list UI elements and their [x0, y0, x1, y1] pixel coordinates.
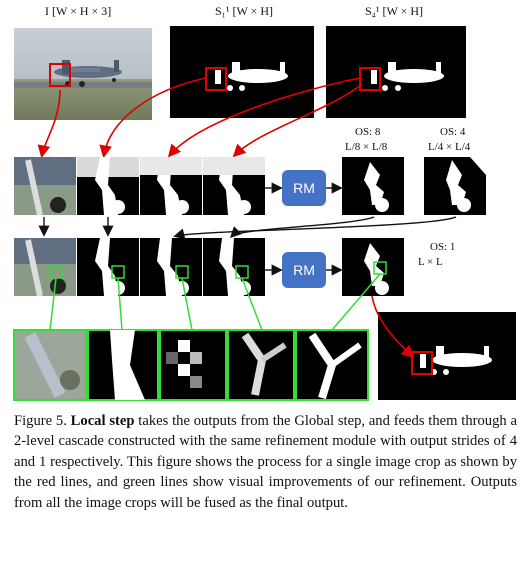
caption-bold-term: Local step — [70, 413, 135, 429]
seg-s1-header: S₁¹ [W × H] — [215, 4, 273, 18]
os4-title: OS: 4 — [440, 126, 466, 138]
input-photo — [14, 28, 152, 120]
crop-box-s4 — [359, 67, 381, 91]
rm-bottom-label: RM — [293, 262, 315, 278]
improvement-lines — [49, 273, 381, 331]
os8-size: L/8 × L/8 — [345, 141, 388, 153]
seg-s4-image — [326, 26, 466, 118]
figure-diagram: I [W × H × 3] S₁¹ [W × H] S₄¹ [W × H] — [13, 4, 516, 401]
final-crop-arrow — [371, 295, 415, 359]
seg-s1-image — [170, 26, 314, 118]
os8-title: OS: 8 — [355, 126, 381, 138]
figure-number: Figure 5. — [14, 413, 67, 429]
middle-row: RM — [14, 157, 486, 216]
os4-size: L/4 × L/4 — [428, 141, 471, 153]
final-output — [378, 312, 516, 400]
crop-box-input — [49, 63, 71, 87]
zoom-row — [13, 329, 369, 401]
rm-top-label: RM — [293, 180, 315, 196]
input-image-header: I [W × H × 3] — [45, 4, 111, 18]
os1-title: OS: 1 — [430, 241, 455, 253]
middle-arrows — [38, 182, 457, 240]
crop-box-s1 — [205, 67, 227, 91]
rm-module-top — [282, 170, 326, 206]
crop-arrows — [37, 77, 363, 159]
caption-body: takes the outputs from the Global step, … — [14, 413, 517, 511]
rm-module-bottom — [282, 252, 326, 288]
seg-s4-header: S₄¹ [W × H] — [365, 4, 423, 18]
figure-caption: Figure 5. Local step takes the outputs f… — [14, 411, 517, 513]
os1-size: L × L — [418, 256, 443, 268]
bottom-row: RM — [14, 238, 404, 297]
